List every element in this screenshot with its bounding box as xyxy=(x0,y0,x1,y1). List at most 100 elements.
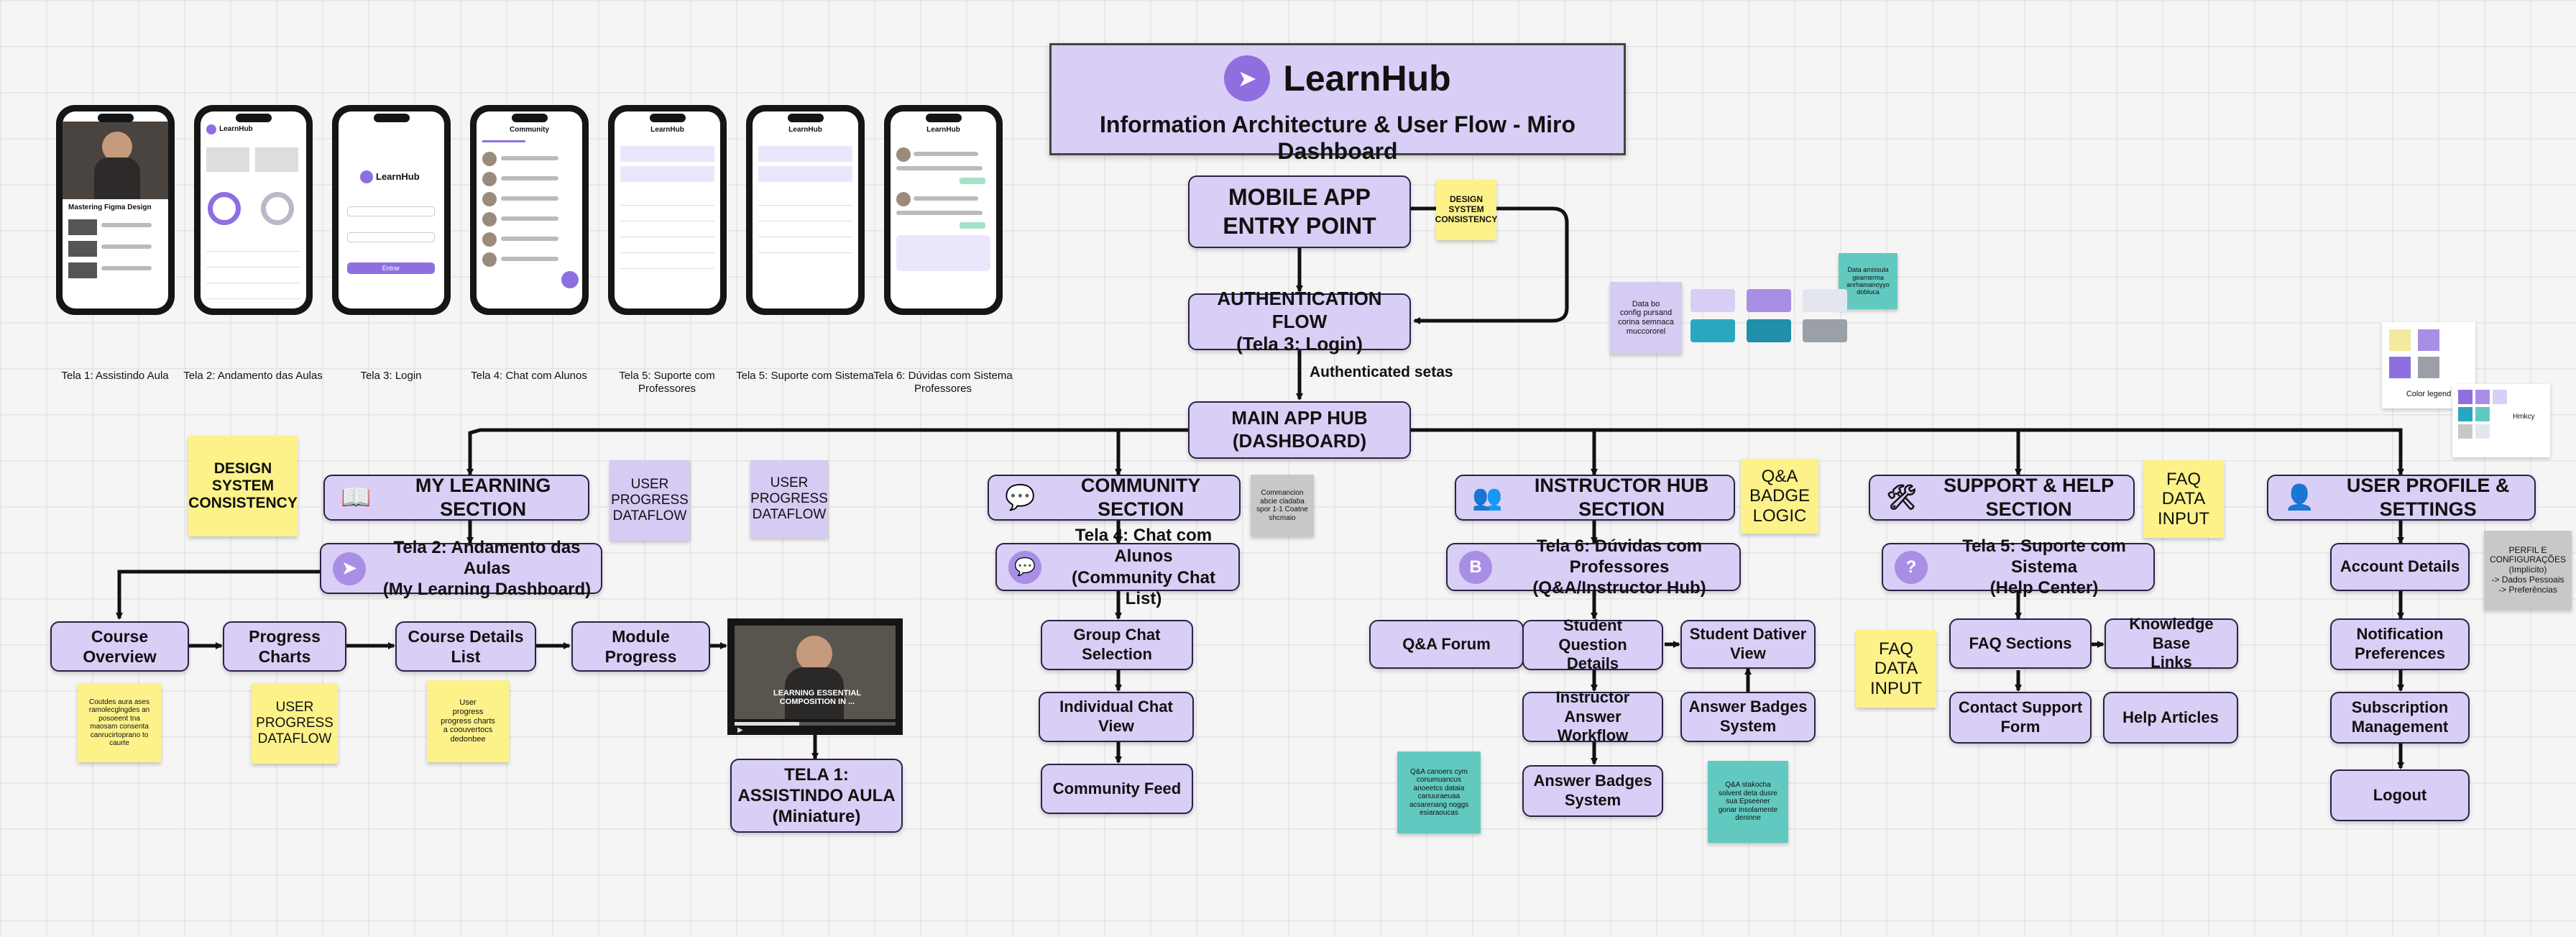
video-thumbnail[interactable]: LEARNING ESSENTIAL COMPOSITION IN ... ▶ xyxy=(727,618,903,735)
phone-tela1: Mastering Figma Design xyxy=(56,105,175,315)
screen-title: Community xyxy=(510,126,549,134)
edge xyxy=(116,570,320,620)
node-community-feed[interactable]: Community Feed xyxy=(1041,764,1193,814)
dashboard-subtitle: Information Architecture & User Flow - M… xyxy=(1100,111,1576,164)
node-tela2-dashboard[interactable]: ➤Tela 2: Andamento das Aulas (My Learnin… xyxy=(320,538,602,599)
node-student-dativer[interactable]: Student Dativer View xyxy=(1680,620,1816,669)
node-qa-forum[interactable]: Q&A Forum xyxy=(1369,620,1524,669)
node-group-chat[interactable]: Group Chat Selection xyxy=(1041,620,1193,670)
edge xyxy=(1411,428,2404,476)
phone-caption: Tela 2: Andamento das Aulas xyxy=(183,370,323,382)
phone-tela4: Community xyxy=(470,105,589,315)
edge xyxy=(1411,206,1569,324)
phone-tela6: LearnHub xyxy=(884,105,1003,315)
screen-title: LearnHub xyxy=(376,171,420,182)
section-instructor-hub[interactable]: 👥INSTRUCTOR HUB SECTION xyxy=(1455,475,1735,521)
swatch-light-lavender xyxy=(1690,289,1735,312)
phone-caption: Tela 6: Dúvidas com Sistema Professores xyxy=(873,370,1013,395)
node-individual-chat[interactable]: Individual Chat View xyxy=(1039,692,1194,742)
note-course-overview: Coutdes aura ases ramolecglngdes an poso… xyxy=(78,683,161,762)
node-logout[interactable]: Logout xyxy=(2330,769,2470,821)
node-tela4-chat[interactable]: 💬Tela 4: Chat com Alunos (Community Chat… xyxy=(995,526,1240,608)
swatch-teal xyxy=(1690,319,1735,342)
node-entry-point[interactable]: MOBILE APP ENTRY POINT xyxy=(1188,175,1411,248)
phone-caption: Tela 1: Assistindo Aula xyxy=(61,370,169,382)
people-icon: 👥 xyxy=(1472,484,1503,511)
phone-caption: Tela 3: Login xyxy=(360,370,422,382)
node-student-question[interactable]: Student Question Details xyxy=(1522,616,1663,672)
node-module-progress[interactable]: Module Progress xyxy=(571,621,710,672)
phone-caption: Tela 4: Chat com Alunos xyxy=(471,370,587,382)
swatch-lavender xyxy=(1747,289,1791,312)
phone-caption: Tela 5: Suporte com Professores xyxy=(619,370,715,395)
node-authentication-flow[interactable]: AUTHENTICATION FLOW (Tela 3: Login) xyxy=(1188,288,1411,355)
screen-title: Mastering Figma Design xyxy=(68,204,152,211)
book-icon: 📖 xyxy=(341,484,372,511)
swatch-light-grey xyxy=(1803,289,1847,312)
node-answer-badges-a[interactable]: Answer Badges System xyxy=(1680,692,1816,742)
node-notification-preferences[interactable]: Notification Preferences xyxy=(2330,618,2470,670)
chat-icon: 💬 xyxy=(1008,550,1041,584)
phone-caption: Tela 5: Suporte com Sistema xyxy=(736,370,874,382)
node-help-articles[interactable]: Help Articles xyxy=(2103,692,2238,744)
swatch-grey xyxy=(1803,319,1847,342)
login-button: Entrar xyxy=(347,262,435,274)
node-answer-badges-b[interactable]: Answer Badges System xyxy=(1522,765,1663,817)
node-main-app-hub[interactable]: MAIN APP HUB (DASHBOARD) xyxy=(1188,401,1411,459)
screen-title: LearnHub xyxy=(788,126,822,134)
phone-tela2: LearnHub xyxy=(194,105,313,315)
section-support-help[interactable]: 🛠SUPPORT & HELP SECTION xyxy=(1869,475,2135,521)
legend-card-2: Hmkcy xyxy=(2452,384,2550,457)
edge xyxy=(1411,428,1598,476)
edge xyxy=(1411,428,2022,476)
user-icon: 👤 xyxy=(2284,484,2315,511)
edge xyxy=(1115,428,1193,476)
note-faq-data-2: FAQ DATA INPUT xyxy=(1856,630,1936,708)
play-icon[interactable]: ▶ xyxy=(737,726,743,734)
edge-label-authenticated: Authenticated setas xyxy=(1310,364,1453,380)
note-progress-charts: User progress progress charts a coouvert… xyxy=(427,680,509,762)
node-course-overview[interactable]: Course Overview xyxy=(50,621,189,672)
video-caption: LEARNING ESSENTIAL COMPOSITION IN ... xyxy=(773,689,862,706)
question-icon: ? xyxy=(1895,550,1928,584)
note-qa-teal-1: Q&A canoers cym conumuancus anoeetcs dat… xyxy=(1397,751,1481,833)
node-knowledge-base[interactable]: Knowledge Base Links xyxy=(2104,615,2238,671)
note-user-progress-3: USER PROGRESS DATAFLOW xyxy=(252,683,338,764)
screen-title: LearnHub xyxy=(219,125,253,133)
note-teal-top: Data amissula gearnerma anrhamanoyyo dob… xyxy=(1839,253,1898,309)
phone-tela3: LearnHub Entrar xyxy=(332,105,451,315)
note-design-system-top: DESIGN SYSTEM CONSISTENCY xyxy=(1435,180,1497,240)
note-faq-data-1: FAQ DATA INPUT xyxy=(2143,460,2224,538)
color-legend-label: Color legend xyxy=(2406,390,2452,398)
section-my-learning[interactable]: 📖MY LEARNING SECTION xyxy=(323,475,589,521)
note-qa-teal-2: Q&A stakocha solvent deta dusre sua Epse… xyxy=(1708,761,1788,843)
note-user-progress-1: USER PROGRESS DATAFLOW xyxy=(610,460,690,541)
node-contact-support[interactable]: Contact Support Form xyxy=(1949,692,2092,744)
paper-plane-icon: ➤ xyxy=(333,552,366,585)
note-design-system-left: DESIGN SYSTEM CONSISTENCY xyxy=(188,436,298,536)
node-subscription-management[interactable]: Subscription Management xyxy=(2330,692,2470,744)
node-tela5-help[interactable]: ?Tela 5: Suporte com Sistema (Help Cente… xyxy=(1882,536,2155,598)
note-community-grey: Commancion abcie cladaba spor 1-1 Coatne… xyxy=(1251,475,1314,536)
note-user-progress-2: USER PROGRESS DATAFLOW xyxy=(750,460,828,538)
node-faq-sections[interactable]: FAQ Sections xyxy=(1949,618,2092,669)
section-community[interactable]: 💬COMMUNITY SECTION xyxy=(988,475,1241,521)
node-instructor-answer[interactable]: Instructor Answer Workflow xyxy=(1522,688,1663,744)
node-course-details-list[interactable]: Course Details List xyxy=(395,621,536,672)
paper-plane-icon: ➤ xyxy=(1224,55,1271,101)
node-progress-charts[interactable]: Progress Charts xyxy=(223,621,346,672)
section-user-profile[interactable]: 👤USER PROFILE & SETTINGS xyxy=(2267,475,2536,521)
edge xyxy=(466,428,1193,476)
node-tela1-miniature[interactable]: TELA 1: ASSISTINDO AULA (Miniature) xyxy=(730,759,903,833)
node-account-details[interactable]: Account Details xyxy=(2330,543,2470,591)
dashboard-title-frame: ➤ LearnHub Information Architecture & Us… xyxy=(1049,43,1626,164)
screen-title: LearnHub xyxy=(926,126,960,134)
note-data-lav: Data bo config pursand corina semnaca mu… xyxy=(1610,282,1682,354)
badge-b-icon: B xyxy=(1459,550,1492,584)
note-perfil: PERFIL E CONFIGURAÇÕES (Implícito) -> Da… xyxy=(2484,531,2572,610)
note-qa-badge: Q&A BADGE LOGIC xyxy=(1741,459,1818,534)
phone-tela5-prof: LearnHub xyxy=(608,105,727,315)
swatch-dark-teal xyxy=(1747,319,1791,342)
